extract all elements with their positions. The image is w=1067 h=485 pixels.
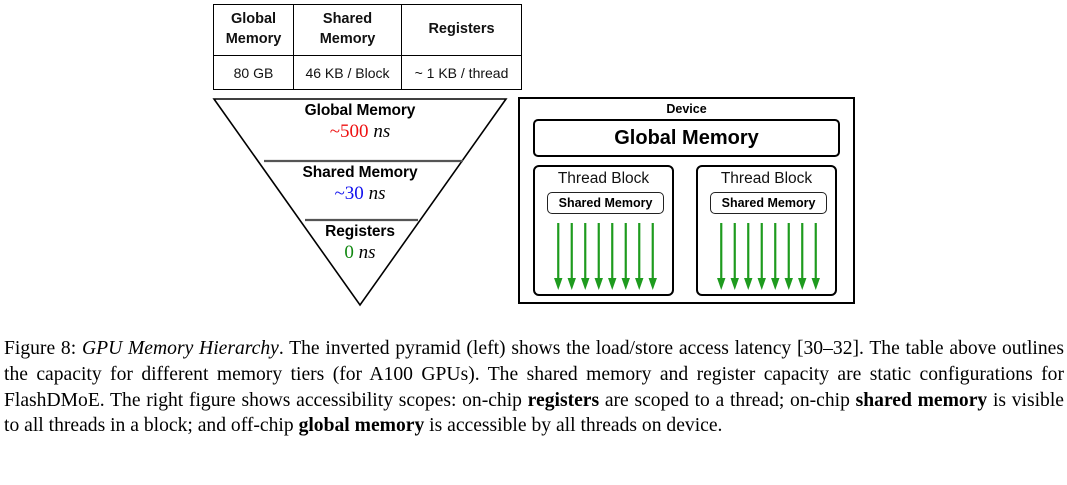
- pyramid-tier-registers-latency: 0 ns: [205, 242, 515, 264]
- caption-bold-global-memory: global memory: [298, 415, 425, 437]
- table-header-row: Global Memory Shared Memory Registers: [213, 4, 522, 56]
- figure-caption: Figure 8: GPU Memory Hierarchy. The inve…: [4, 336, 1064, 439]
- thread-block-1-shared-memory-label: Shared Memory: [558, 196, 653, 210]
- thread-block-1-thread-arrows: [545, 221, 666, 291]
- caption-body-4: is accessible by all threads on device.: [424, 415, 723, 437]
- pyramid-tier-global-memory-latency: ~500 ns: [205, 121, 515, 143]
- latency-number-registers: 0: [344, 242, 354, 263]
- caption-body-1: . The inverted pyramid (left) shows the …: [4, 338, 1064, 411]
- pyramid-tier-shared-memory-latency: ~30 ns: [205, 183, 515, 205]
- device-global-memory-box: Global Memory: [533, 119, 840, 157]
- latency-unit-global: ns: [373, 121, 391, 142]
- caption-body-3: is visible to all threads in a block; an…: [4, 389, 1064, 437]
- device-global-memory-label: Global Memory: [614, 126, 759, 149]
- caption-bold-shared-memory: shared memory: [855, 389, 988, 411]
- table-cell-global-memory-capacity: 80 GB: [213, 55, 294, 90]
- pyramid-tier-shared-memory: Shared Memory ~30 ns: [205, 164, 515, 205]
- latency-unit-shared: ns: [368, 183, 386, 204]
- thread-block-2-shared-memory-label: Shared Memory: [721, 196, 816, 210]
- thread-block-1-title: Thread Block: [557, 170, 650, 187]
- pyramid-tier-shared-memory-label: Shared Memory: [302, 164, 418, 181]
- pyramid-outline: [212, 98, 508, 307]
- table-header-global-memory: Global Memory: [213, 4, 294, 56]
- pyramid-tier-registers: Registers 0 ns: [205, 223, 515, 264]
- thread-block-1: Thread Block Shared Memory: [533, 165, 674, 296]
- caption-figure-label: Figure 8:: [4, 338, 77, 359]
- caption-body-2: are scoped to a thread; on-chip: [599, 389, 856, 411]
- device-box: Device Global Memory Thread Block Shared…: [518, 97, 855, 304]
- thread-block-2: Thread Block Shared Memory: [696, 165, 837, 296]
- latency-number-global: ~500: [329, 121, 369, 142]
- figure-gpu-memory-hierarchy: Global Memory Shared Memory Registers 80…: [205, 4, 855, 313]
- pyramid-tier-global-memory: Global Memory ~500 ns: [205, 102, 515, 143]
- table-header-shared-memory: Shared Memory: [293, 4, 402, 56]
- caption-bold-registers: registers: [527, 389, 600, 411]
- thread-block-1-shared-memory-box: Shared Memory: [547, 192, 664, 214]
- latency-unit-registers: ns: [358, 242, 376, 263]
- thread-block-2-thread-arrows: [708, 221, 829, 291]
- table-cell-registers-capacity: ~ 1 KB / thread: [401, 55, 522, 90]
- table-cell-shared-memory-capacity: 46 KB / Block: [293, 55, 402, 90]
- device-label: Device: [666, 102, 707, 116]
- pyramid-tier-registers-label: Registers: [325, 223, 395, 240]
- thread-block-2-title: Thread Block: [720, 170, 813, 187]
- pyramid-tier-global-memory-label: Global Memory: [304, 102, 416, 119]
- table-header-registers: Registers: [401, 4, 522, 56]
- inverted-pyramid: Global Memory ~500 ns Shared Memory ~30 …: [205, 93, 515, 313]
- capacity-table: Global Memory Shared Memory Registers 80…: [213, 4, 522, 90]
- latency-number-shared: ~30: [334, 183, 364, 204]
- table-row: 80 GB 46 KB / Block ~ 1 KB / thread: [213, 55, 522, 90]
- caption-figure-title: GPU Memory Hierarchy: [81, 338, 279, 359]
- thread-block-2-shared-memory-box: Shared Memory: [710, 192, 827, 214]
